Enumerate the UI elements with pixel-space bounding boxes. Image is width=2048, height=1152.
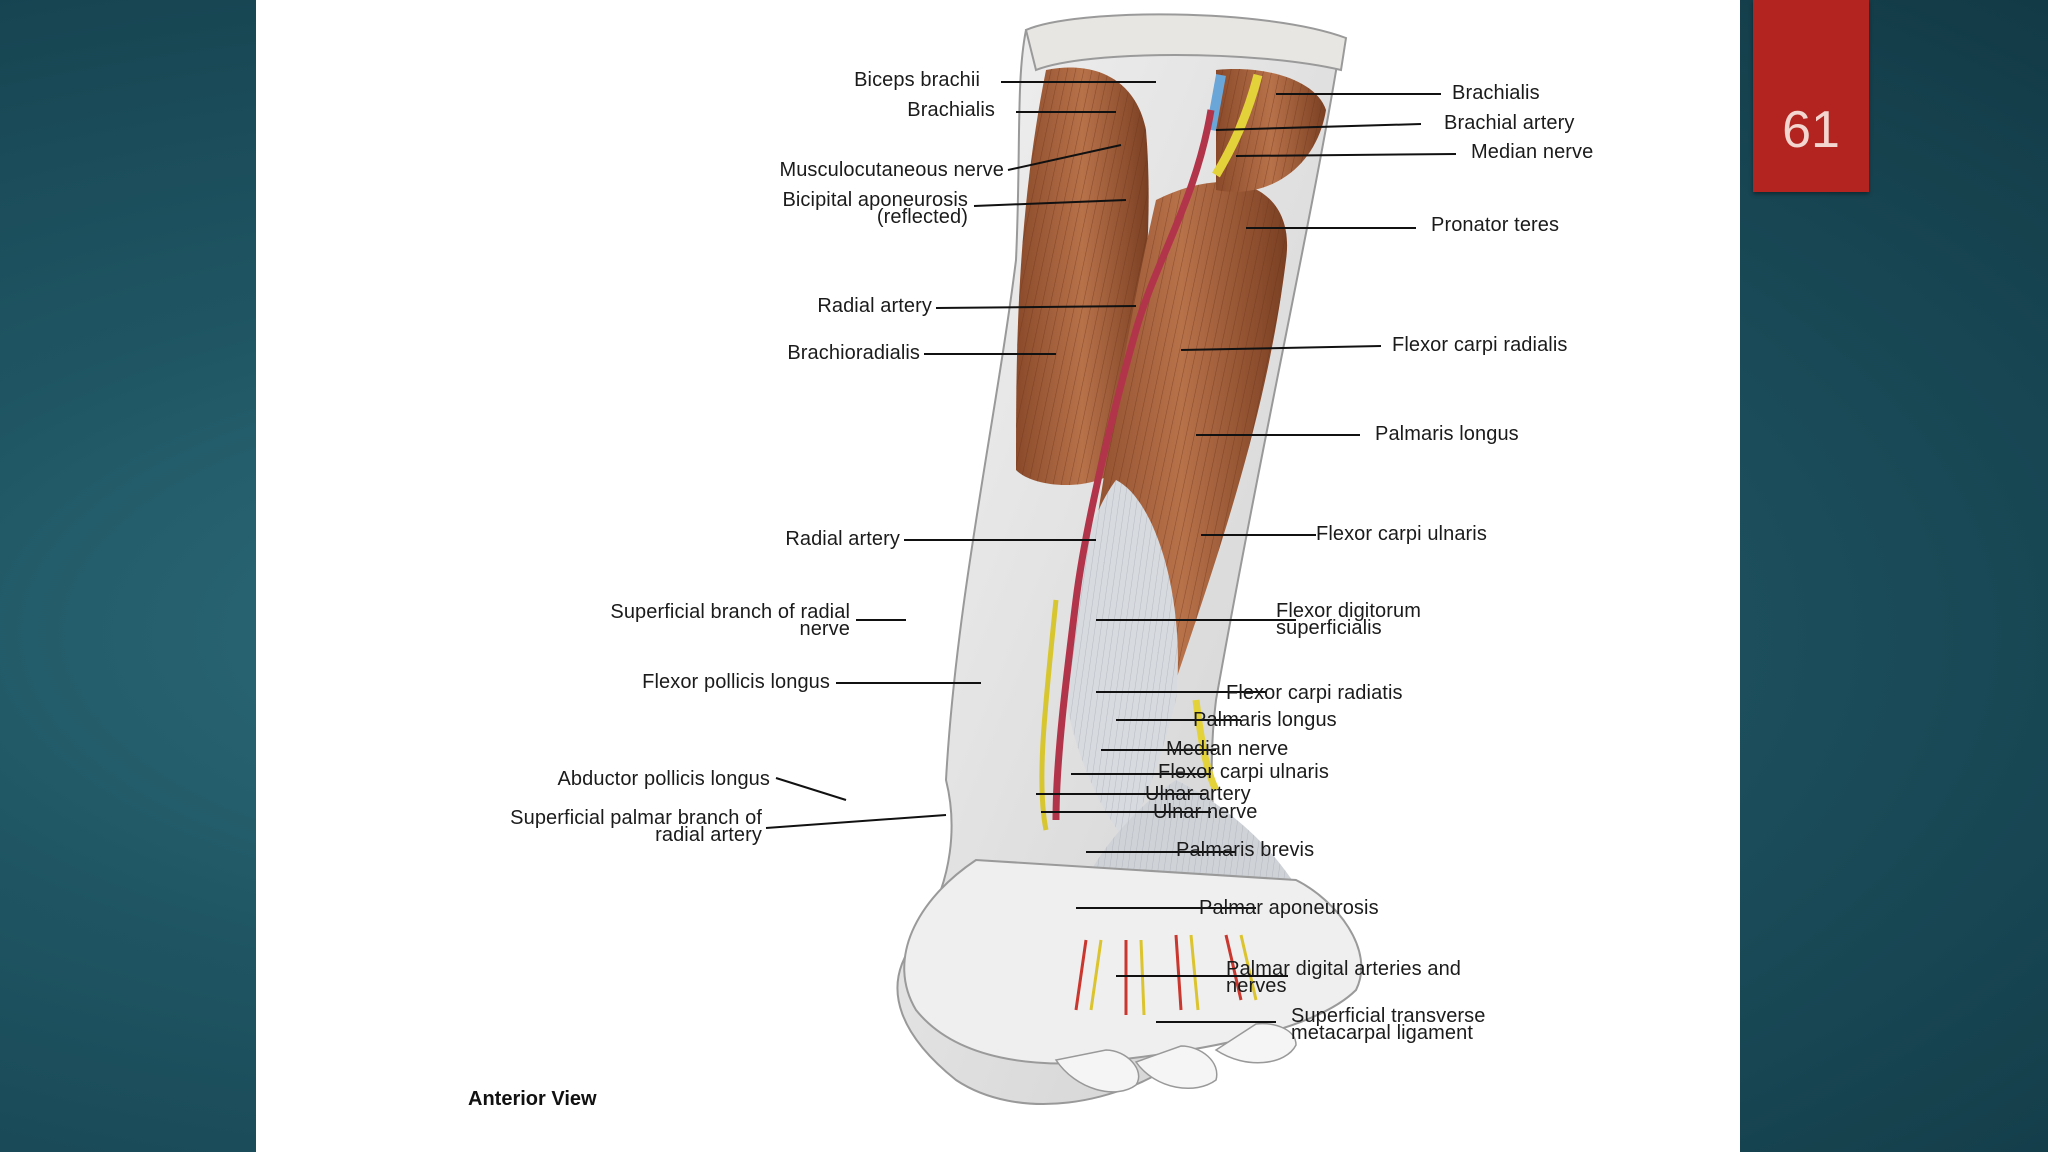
label-ulnar-artery: Ulnar artery [1145,783,1251,805]
label-palmaris-longus-upper: Palmaris longus [1375,423,1519,445]
slide-number: 61 [1782,101,1840,159]
label-flexor-digitorum-superficialis: Flexor digitorum superficialis [1276,600,1421,639]
label-ulnar-nerve: Ulnar nerve [1153,801,1258,823]
label-palmaris-brevis: Palmaris brevis [1176,839,1315,861]
label-flexor-carpi-ulnaris-upper: Flexor carpi ulnaris [1316,523,1487,545]
label-palmar-aponeurosis: Palmar aponeurosis [1199,897,1379,919]
radial-artery-path [1052,109,1215,821]
label-superficial-branch-radial-nerve: Superficial branch of radial nerve [610,601,850,640]
label-flexor-carpi-ulnaris-lower: Flexor carpi ulnaris [1158,761,1329,783]
leader-lines-right [1036,93,1457,1023]
label-bicipital-aponeurosis: Bicipital aponeurosis (reflected) [782,189,968,228]
label-flexor-pollicis-longus: Flexor pollicis longus [642,671,830,693]
label-musculocutaneous-nerve: Musculocutaneous nerve [779,159,1004,181]
label-palmar-digital-arteries: Palmar digital arteries and nerves [1226,958,1462,997]
anatomy-figure-panel: Biceps brachii Brachialis Musculocutaneo… [256,0,1740,1152]
label-abductor-pollicis-longus: Abductor pollicis longus [557,768,770,790]
label-brachialis-left: Brachialis [907,99,995,121]
cut-edge [1024,13,1348,72]
label-median-nerve-upper: Median nerve [1471,141,1594,163]
label-brachioradialis: Brachioradialis [787,342,920,364]
label-radial-artery-lower: Radial artery [785,528,900,550]
leader-lines-left [765,81,1156,829]
label-superficial-palmar-branch: Superficial palmar branch of radial arte… [510,807,762,846]
median-nerve-path [1212,73,1263,178]
label-palmaris-longus-lower: Palmaris longus [1193,709,1337,731]
label-brachial-artery: Brachial artery [1444,112,1575,134]
label-radial-artery-upper: Radial artery [817,295,932,317]
label-flexor-carpi-radialis-upper: Flexor carpi radialis [1392,334,1568,356]
label-median-nerve-lower: Median nerve [1166,738,1289,760]
label-biceps-brachii: Biceps brachii [854,69,980,91]
label-brachialis-right: Brachialis [1452,82,1540,104]
view-caption: Anterior View [468,1088,597,1110]
forearm-illustration [765,13,1457,1105]
slide-number-badge: 61 [1753,0,1869,192]
label-superficial-transverse-metacarpal-ligament: Superficial transverse metacarpal ligame… [1291,1005,1486,1044]
label-flexor-carpi-radiatis: Flexor carpi radiatis [1226,682,1403,704]
label-pronator-teres: Pronator teres [1431,214,1560,236]
